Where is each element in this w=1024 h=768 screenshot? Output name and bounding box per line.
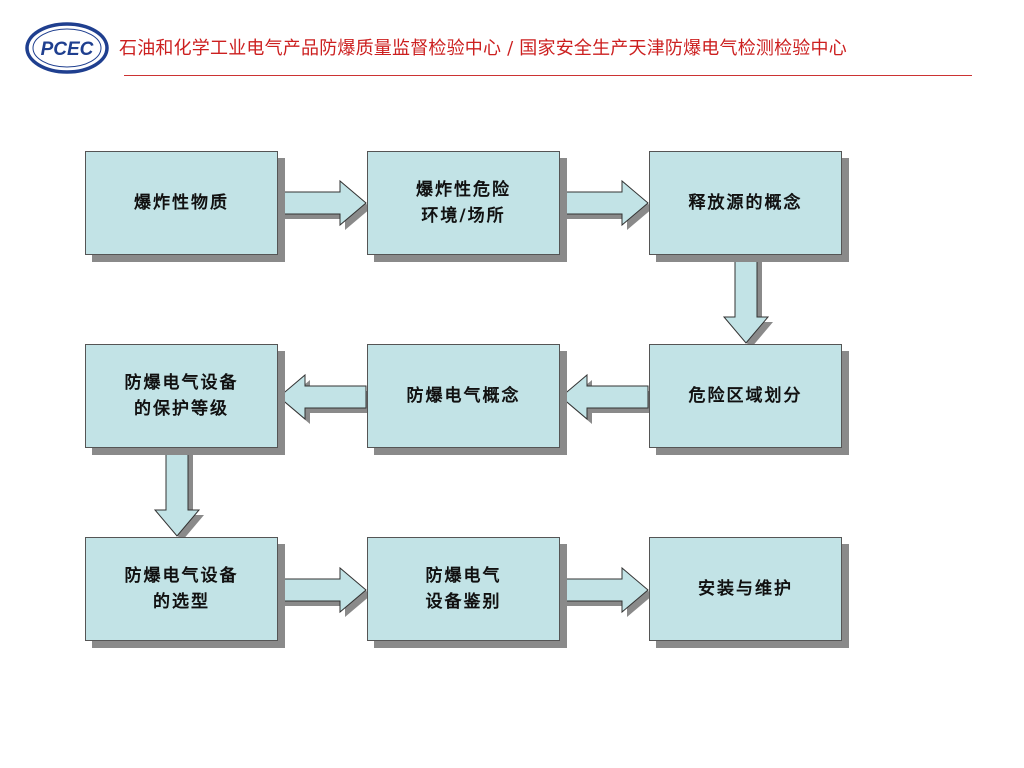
node-equipment-protection-level: 防爆电气设备 的保护等级 — [85, 344, 278, 448]
node-label: 危险区域划分 — [688, 386, 803, 406]
arrow-down — [153, 448, 201, 537]
header-title: 石油和化学工业电气产品防爆质量监督检验中心 / 国家安全生产天津防爆电气检测检验… — [119, 38, 847, 59]
arrow-right — [560, 566, 649, 614]
node-explosive-hazard-environment: 爆炸性危险 环境/场所 — [367, 151, 560, 255]
node-label: 释放源的概念 — [688, 193, 803, 213]
node-label: 安装与维护 — [698, 579, 793, 599]
node-label: 防爆电气概念 — [406, 386, 521, 406]
node-hazardous-area-classification: 危险区域划分 — [649, 344, 842, 448]
arrow-down — [722, 255, 770, 344]
node-label: 防爆电气 设备鉴别 — [425, 566, 502, 612]
node-explosive-substance: 爆炸性物质 — [85, 151, 278, 255]
header-divider — [124, 75, 972, 76]
node-release-source: 释放源的概念 — [649, 151, 842, 255]
node-explosion-proof-concept: 防爆电气概念 — [367, 344, 560, 448]
pcec-logo: PCEC — [25, 22, 109, 74]
arrow-right — [278, 566, 367, 614]
node-label: 防爆电气设备 的选型 — [124, 566, 239, 612]
node-label: 爆炸性物质 — [134, 193, 229, 213]
node-installation-maintenance: 安装与维护 — [649, 537, 842, 641]
arrow-right — [278, 179, 367, 227]
arrow-left — [560, 373, 649, 421]
arrow-left — [278, 373, 367, 421]
logo-text: PCEC — [41, 39, 94, 60]
node-label: 爆炸性危险 环境/场所 — [416, 180, 511, 226]
node-label: 防爆电气设备 的保护等级 — [124, 373, 239, 419]
node-equipment-selection: 防爆电气设备 的选型 — [85, 537, 278, 641]
arrow-right — [560, 179, 649, 227]
node-equipment-identification: 防爆电气 设备鉴别 — [367, 537, 560, 641]
